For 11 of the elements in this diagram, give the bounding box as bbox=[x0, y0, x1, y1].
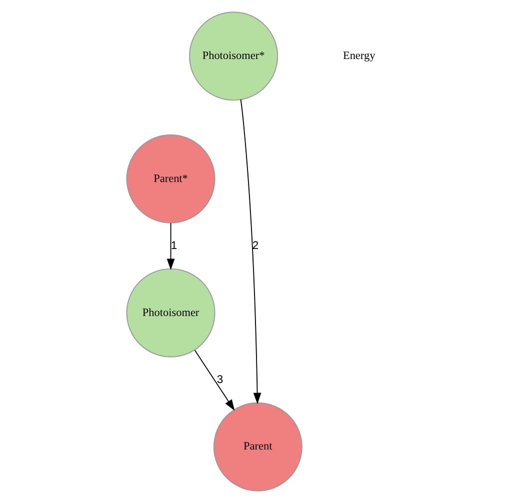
node-circle: Parent* bbox=[126, 134, 215, 224]
arrow bbox=[240, 99, 261, 404]
arrow bbox=[194, 350, 234, 411]
edge-label: 1 bbox=[170, 240, 177, 252]
node-circle: Photoisomer* bbox=[188, 12, 278, 101]
arrow bbox=[166, 222, 174, 270]
edge-label: 2 bbox=[252, 240, 258, 252]
node-circle: Photoisomer bbox=[126, 268, 215, 358]
node-circle: Parent bbox=[212, 402, 302, 492]
edge-label: 3 bbox=[216, 374, 223, 386]
label: Energy bbox=[342, 50, 375, 62]
